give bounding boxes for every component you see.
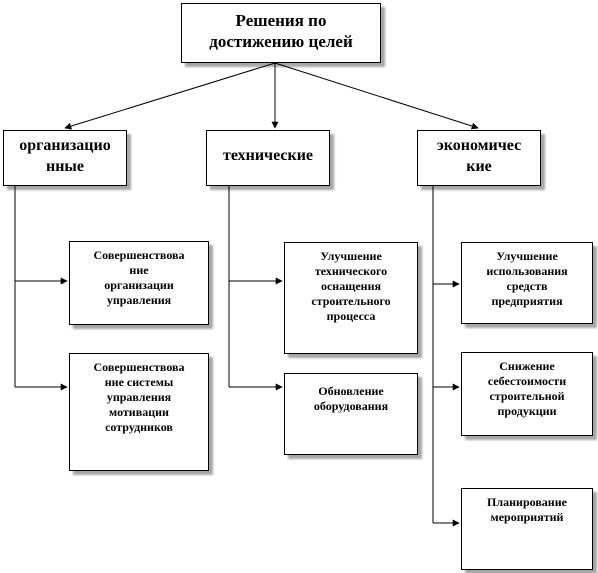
- category-economic-line-1: экономичес: [436, 137, 522, 154]
- leaf-line: технического: [314, 264, 388, 278]
- root-line-1: Решения по: [235, 11, 327, 30]
- category-organizational: организацио нные: [3, 130, 127, 186]
- category-organizational-line-2: нные: [45, 158, 85, 175]
- leaf-line: оснащения: [320, 279, 382, 293]
- leaf-line: Улучшение: [320, 249, 382, 263]
- leaf-line: предприятия: [491, 294, 563, 308]
- leaf-line: продукции: [497, 404, 557, 418]
- leaf-line: строительного: [311, 294, 391, 308]
- category-technical-line-1: технические: [222, 147, 314, 164]
- arrow-root-to-organizational: [64, 62, 276, 130]
- category-economic: экономичес кие: [417, 130, 541, 186]
- leaf-line: организации: [104, 278, 174, 292]
- leaf-econ-planning: Планирование мероприятий: [461, 488, 593, 570]
- leaf-line: себестоимости: [487, 374, 567, 388]
- leaf-line: Совершенствова: [93, 248, 185, 262]
- category-technical: технические: [206, 130, 330, 186]
- root-line-2: достижению целей: [209, 32, 353, 51]
- leaf-line: мотивации: [109, 405, 169, 419]
- leaf-line: Планирование: [487, 495, 567, 509]
- leaf-line: процесса: [326, 309, 376, 323]
- leaf-org-management: Совершенствова ние организации управлени…: [69, 241, 209, 325]
- leaf-line: ние системы: [104, 375, 174, 389]
- leaf-line: использования: [486, 264, 568, 278]
- leaf-line: Снижение: [499, 359, 555, 373]
- leaf-line: мероприятий: [490, 510, 564, 524]
- leaf-line: управления: [106, 390, 172, 404]
- root-node: Решения по достижению целей: [181, 3, 381, 63]
- leaf-line: оборудования: [313, 399, 389, 413]
- leaf-line: управления: [106, 293, 172, 307]
- leaf-line: строительной: [489, 389, 565, 403]
- category-economic-line-2: кие: [466, 158, 492, 175]
- leaf-line: сотрудников: [105, 420, 173, 434]
- leaf-line: Обновление: [318, 384, 384, 398]
- leaf-line: Совершенствова: [93, 360, 185, 374]
- leaf-line: средств: [506, 279, 548, 293]
- leaf-tech-equipment-level: Улучшение технического оснащения строите…: [284, 242, 418, 354]
- leaf-econ-resource-use: Улучшение использования средств предприя…: [461, 242, 593, 324]
- leaf-line: Улучшение: [496, 249, 558, 263]
- arrow-root-to-economic: [274, 62, 479, 130]
- leaf-line: ние: [129, 263, 149, 277]
- leaf-econ-cost-reduction: Снижение себестоимости строительной прод…: [461, 352, 593, 436]
- category-organizational-line-1: организацио: [19, 137, 111, 154]
- leaf-org-motivation: Совершенствова ние системы управления мо…: [69, 353, 209, 471]
- leaf-tech-equipment-update: Обновление оборудования: [284, 373, 418, 455]
